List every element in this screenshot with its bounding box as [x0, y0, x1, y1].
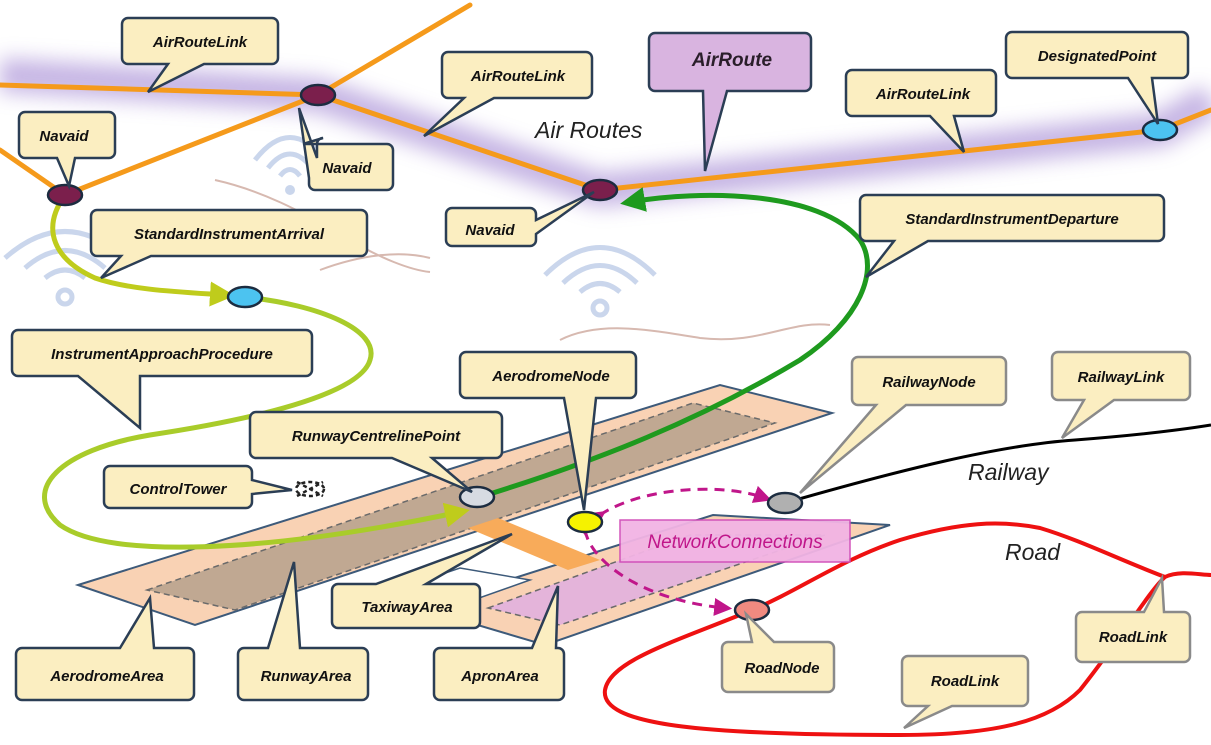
svg-text:RunwayArea: RunwayArea: [261, 668, 352, 685]
navaid-node: [299, 83, 337, 107]
designated-point-node: [1141, 118, 1179, 142]
callout-runwaycentrelinepoint: RunwayCentrelinePoint: [248, 410, 504, 494]
navaid-node: [46, 183, 84, 207]
designated-point-node: [226, 285, 264, 309]
air-route-link: [0, 82, 321, 98]
svg-text:RunwayCentrelinePoint: RunwayCentrelinePoint: [292, 428, 461, 445]
callout-aerodromenode: AerodromeNode: [458, 350, 638, 511]
railway-region-label: Railway: [968, 459, 1050, 485]
svg-text:TaxiwayArea: TaxiwayArea: [361, 599, 452, 616]
svg-text:AirRouteLink: AirRouteLink: [152, 34, 248, 51]
svg-text:StandardInstrumentArrival: StandardInstrumentArrival: [134, 226, 325, 243]
svg-text:ApronArea: ApronArea: [460, 668, 539, 685]
air-route-link: [62, 92, 321, 198]
callout-taxiwayarea: TaxiwayArea: [330, 532, 513, 630]
callout-roadnode: RoadNode: [720, 610, 836, 694]
callout-networkconnections: NetworkConnections: [619, 519, 851, 563]
svg-text:RoadLink: RoadLink: [931, 673, 1000, 690]
svg-text:NetworkConnections: NetworkConnections: [647, 532, 823, 553]
callout-roadlink: RoadLink: [900, 654, 1030, 730]
callout-standard-instrument-departure: StandardInstrumentDeparture: [858, 193, 1166, 279]
callout-navaid: Navaid: [444, 190, 595, 248]
callout-airroutelink: AirRouteLink: [844, 68, 998, 153]
railway-node: [766, 491, 804, 515]
callout-roadlink: RoadLink: [1074, 573, 1192, 664]
callout-airroutelink: AirRouteLink: [423, 50, 594, 138]
air-route-link: [315, 92, 603, 193]
svg-text:RailwayNode: RailwayNode: [882, 374, 975, 391]
callout-navaid: Navaid: [17, 110, 117, 191]
standard-instrument-departure-path: [479, 187, 870, 500]
svg-text:RailwayLink: RailwayLink: [1078, 369, 1165, 386]
standard-instrument-arrival-path: [50, 193, 235, 307]
network-connections: [574, 485, 772, 616]
callout-runwayarea: RunwayArea: [236, 561, 370, 702]
air-routes-region-label: Air Routes: [533, 117, 643, 143]
svg-text:StandardInstrumentDeparture: StandardInstrumentDeparture: [905, 211, 1118, 228]
callout-airroutelink: AirRouteLink: [120, 16, 280, 94]
svg-text:AerodromeNode: AerodromeNode: [491, 368, 610, 385]
svg-text:AirRoute: AirRoute: [691, 50, 773, 71]
road-region-label: Road: [1005, 539, 1061, 565]
taxiway-area-shape: [468, 518, 600, 570]
svg-text:AerodromeArea: AerodromeArea: [49, 668, 163, 685]
air-route-link: [597, 127, 1163, 193]
callout-railwaynode: RailwayNode: [799, 355, 1008, 494]
svg-text:ControlTower: ControlTower: [130, 481, 228, 498]
callout-instrument-approach-procedure: InstrumentApproachProcedure: [10, 328, 314, 431]
instrument-approach-path: [42, 294, 470, 550]
air-route-link: [315, 2, 473, 98]
callout-aerodromearea: AerodromeArea: [14, 594, 196, 702]
svg-text:RoadLink: RoadLink: [1099, 629, 1168, 646]
terrain-lines: [214, 179, 831, 341]
svg-text:AirRouteLink: AirRouteLink: [470, 68, 566, 85]
svg-text:Navaid: Navaid: [322, 160, 372, 177]
callout-railwaylink: RailwayLink: [1050, 350, 1192, 440]
wifi-icon: [543, 245, 657, 318]
svg-text:RoadNode: RoadNode: [745, 660, 820, 677]
callout-designatedpoint: DesignatedPoint: [1004, 30, 1190, 125]
svg-text:DesignatedPoint: DesignatedPoint: [1038, 48, 1157, 65]
svg-text:Navaid: Navaid: [39, 128, 89, 145]
svg-text:InstrumentApproachProcedure: InstrumentApproachProcedure: [51, 346, 273, 363]
road-node: [733, 598, 771, 622]
nodes: [46, 83, 1179, 622]
runway-centreline-point-node: [458, 485, 496, 509]
callout-standard-instrument-arrival: StandardInstrumentArrival: [89, 208, 369, 280]
callout-navaid: Navaid: [297, 107, 395, 192]
railway-link: [784, 423, 1211, 505]
callout-apronarea: ApronArea: [432, 585, 566, 702]
control-tower-icon: [294, 480, 326, 498]
callout-airroute: AirRoute: [647, 31, 813, 172]
svg-text:AirRouteLink: AirRouteLink: [875, 86, 971, 103]
callout-controltower: ControlTower: [102, 464, 293, 510]
svg-text:Navaid: Navaid: [465, 222, 515, 239]
aerodrome-node: [566, 510, 604, 534]
